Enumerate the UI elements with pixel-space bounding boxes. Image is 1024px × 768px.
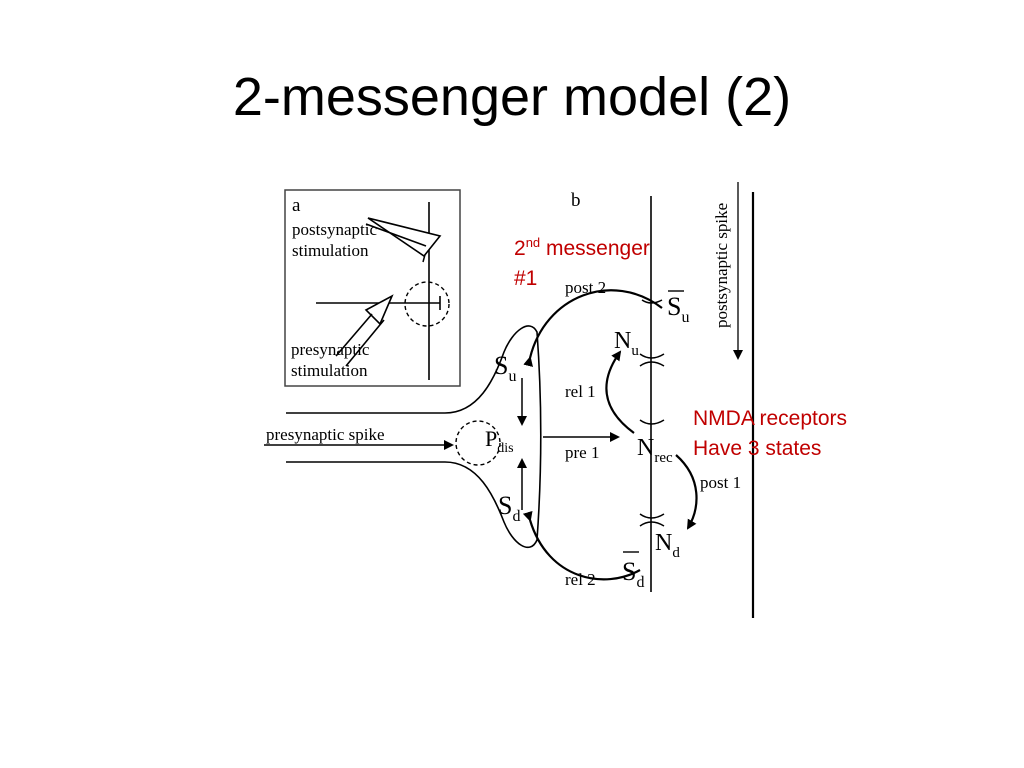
- postsynaptic-stimulation-label-1: postsynaptic: [292, 220, 377, 239]
- nd-label: Nd: [655, 530, 680, 561]
- second-messenger-note: 2nd messenger #1: [514, 228, 650, 294]
- second-messenger-ordinal: nd: [525, 235, 541, 250]
- presynaptic-electrode-shaft-2: [345, 319, 385, 367]
- presynaptic-terminal: [286, 325, 542, 548]
- presynaptic-electrode-shaft-1: [335, 313, 373, 357]
- receptor-bracket-upper-small: [641, 299, 663, 304]
- postsynaptic-electrode-shaft: [365, 223, 427, 247]
- sd-label: Sd: [498, 491, 520, 525]
- synapse-circle: [404, 281, 450, 327]
- receptor-bracket-mid-1: [639, 419, 665, 425]
- receptor-bracket-top-1: [639, 353, 665, 359]
- pdis-label: Pdis: [485, 426, 514, 456]
- sd-bar-label: Sd: [622, 557, 644, 591]
- panel-b: b postsynaptic spike presynaptic spike P…: [264, 182, 755, 618]
- post2-arc: [523, 289, 663, 367]
- receptor-bracket-bot-2: [639, 521, 665, 527]
- second-messenger-word: messenger: [540, 237, 650, 260]
- post1-arc: [675, 454, 698, 530]
- receptor-bracket-bot-1: [639, 513, 665, 519]
- slide-title: 2-messenger model (2): [232, 67, 792, 127]
- pre1-label: pre 1: [565, 443, 599, 462]
- su-bar-label: Su: [667, 292, 689, 326]
- presynaptic-electrode: [364, 294, 394, 326]
- nrec-label: Nrec: [637, 435, 673, 466]
- panel-a: a postsynaptic stimulation presynaptic s…: [284, 189, 461, 387]
- rel2-arc: [522, 510, 641, 581]
- pdis-circle: [455, 420, 501, 466]
- postsynaptic-electrode: [367, 217, 442, 258]
- post2-label: post 2: [565, 278, 606, 297]
- nu-label: Nu: [614, 328, 639, 359]
- panel-a-letter: a: [292, 195, 301, 216]
- postsynaptic-spike-label: postsynaptic spike: [712, 203, 731, 328]
- receptor-bracket-top-2: [639, 361, 665, 367]
- nmda-note: NMDA receptors Have 3 states: [693, 404, 847, 464]
- panel-a-frame: [284, 189, 461, 387]
- postsynaptic-stimulation-label-2: stimulation: [292, 241, 369, 260]
- post1-label: post 1: [700, 473, 741, 492]
- rel1-label: rel 1: [565, 382, 596, 401]
- second-messenger-number: 2: [514, 237, 526, 260]
- rel2-label: rel 2: [565, 570, 596, 589]
- rel1-arc: [605, 350, 635, 434]
- nmda-note-line2: Have 3 states: [693, 437, 822, 460]
- nmda-note-line1: NMDA receptors: [693, 407, 848, 430]
- su-label: Su: [494, 351, 516, 385]
- panel-b-letter: b: [571, 190, 581, 211]
- presynaptic-spike-label: presynaptic spike: [266, 425, 385, 444]
- presynaptic-stimulation-label-2: stimulation: [291, 361, 368, 380]
- second-messenger-index: #1: [514, 267, 538, 290]
- presynaptic-stimulation-label-1: presynaptic: [291, 340, 370, 359]
